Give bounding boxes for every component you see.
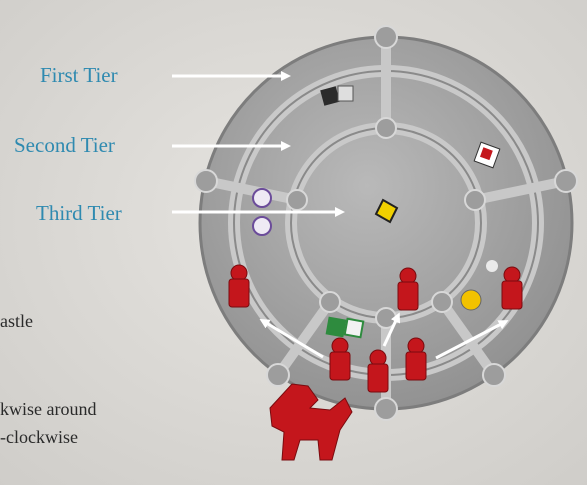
red-meeple-icon [330,338,350,380]
text-line-2: kwise around [0,399,96,420]
green-tile-icon [326,317,347,338]
third-tier-label: Third Tier [36,201,122,226]
purple-token-icon [253,217,271,235]
text-line-3: -clockwise [0,427,78,448]
red-meeple-icon [398,268,418,310]
red-meeple-icon [229,265,249,307]
red-meeple-icon [406,338,426,380]
red-meeple-icon [368,350,388,392]
red-meeple-icon [502,267,522,309]
first-tier-label: First Tier [40,63,118,88]
second-tier-label: Second Tier [14,133,115,158]
white-token-icon [338,86,353,101]
text-line-1: astle [0,311,33,332]
white-token-icon [486,260,498,272]
purple-token-icon [253,189,271,207]
gold-token-icon [461,290,481,310]
